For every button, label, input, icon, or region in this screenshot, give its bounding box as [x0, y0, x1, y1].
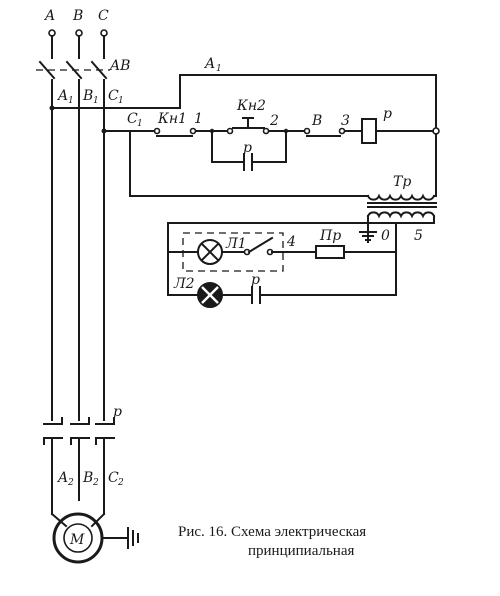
secondary-zero-ground — [359, 215, 377, 243]
label-node1: 1 — [194, 111, 203, 127]
svg-text:2: 2 — [67, 478, 74, 488]
svg-text:2: 2 — [117, 478, 124, 488]
label-lamp1: Л1 — [225, 236, 247, 252]
figure-caption-line2: принципиальная — [248, 543, 354, 559]
transformer-primary — [129, 130, 437, 219]
label-c1: C — [108, 88, 119, 104]
label-phase-a: A — [43, 8, 55, 24]
label-limit-switch: В — [311, 113, 322, 129]
svg-text:2: 2 — [92, 478, 99, 488]
svg-text:1: 1 — [137, 119, 143, 129]
label-fuse: Пр — [319, 228, 341, 244]
label-relay-coil: р — [383, 106, 392, 122]
label-phase-c: C — [98, 8, 109, 24]
control-circuit — [103, 117, 434, 171]
label-b2: B — [82, 470, 93, 486]
label-c2: C — [108, 470, 119, 486]
label-b1: B — [82, 88, 93, 104]
label-motor: М — [69, 532, 85, 548]
svg-text:1: 1 — [118, 96, 124, 106]
label-a2: A — [56, 470, 68, 486]
label-node3: 3 — [341, 113, 350, 129]
label-relay-bridge: р — [243, 140, 252, 156]
line-a1-top — [51, 74, 440, 135]
label-phase-b: B — [72, 8, 83, 24]
circuit-breaker-ab — [36, 60, 110, 93]
label-line-a1: A — [203, 56, 215, 72]
svg-text:1: 1 — [68, 96, 74, 106]
phase-inputs — [48, 29, 108, 59]
label-kn2: Кн2 — [236, 98, 266, 114]
label-zero: 0 — [381, 228, 390, 244]
label-lamp2: Л2 — [173, 276, 195, 292]
label-a1: A — [56, 88, 68, 104]
lamp-circuit — [167, 215, 435, 308]
figure-caption-line1: Рис. 16. Схема электрическая — [178, 524, 366, 540]
label-node2: 2 — [269, 113, 279, 129]
label-kn1: Кн1 — [157, 111, 187, 127]
svg-text:1: 1 — [216, 64, 222, 74]
label-node4: 4 — [286, 234, 296, 250]
label-breaker: AB — [108, 58, 130, 74]
svg-text:1: 1 — [93, 96, 99, 106]
label-c1-branch: C — [127, 111, 138, 127]
label-relay-contact-lamp: р — [251, 272, 260, 288]
label-five: 5 — [414, 228, 423, 244]
motor-leads — [50, 437, 106, 528]
motor — [52, 512, 139, 564]
label-transformer: Тр — [393, 174, 411, 190]
label-relay-main: р — [113, 404, 122, 420]
main-phase-lines — [49, 91, 107, 421]
